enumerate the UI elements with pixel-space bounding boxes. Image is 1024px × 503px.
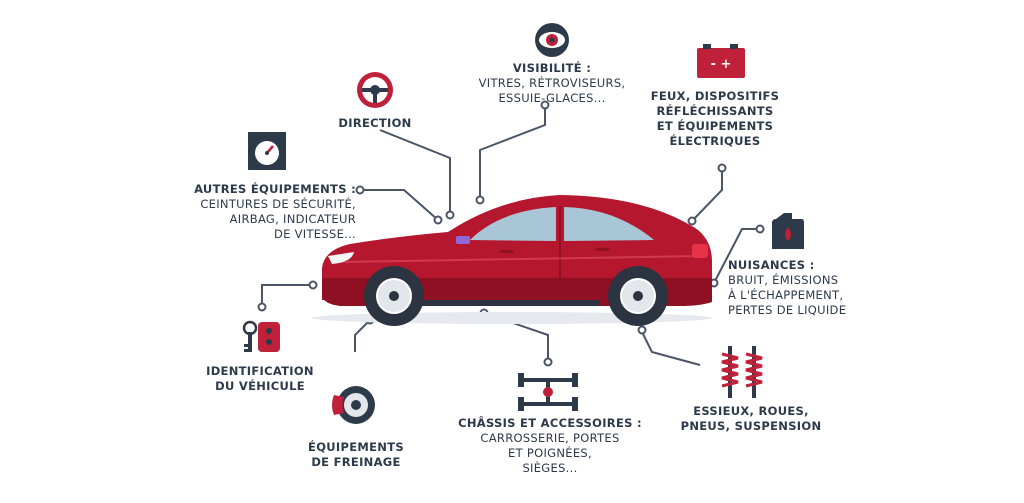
- speedometer-icon: [248, 132, 286, 170]
- connector-autres: [362, 189, 439, 221]
- connector-nuisances: [713, 228, 758, 284]
- headlight: [328, 252, 354, 264]
- label-feux: FEUX, DISPOSITIFS RÉFLÉCHISSANTS ET ÉQUI…: [640, 89, 790, 149]
- door-handle-rear: [596, 248, 610, 251]
- label-freinage: ÉQUIPEMENTS DE FREINAGE: [296, 440, 416, 470]
- label-autres-line3: DE VITESSE...: [273, 227, 356, 241]
- connector-essieux: [641, 331, 701, 366]
- connector-freinage: [354, 319, 371, 352]
- label-autres-line1: CEINTURES DE SÉCURITÉ,: [200, 197, 356, 211]
- label-chassis: CHÂSSIS ET ACCESSOIRES : CARROSSERIE, PO…: [450, 416, 650, 476]
- label-nuisances-title: NUISANCES :: [728, 258, 815, 272]
- label-direction: DIRECTION: [320, 116, 430, 131]
- label-essieux-line1: ESSIEUX, ROUES,: [693, 404, 809, 418]
- label-visibilite-title: VISIBILITÉ :: [512, 61, 592, 75]
- car-rocker: [420, 300, 600, 306]
- label-nuisances-line2: À L'ÉCHAPPEMENT,: [728, 288, 844, 302]
- car-keys-icon: [242, 320, 280, 352]
- oil-can-icon: [772, 213, 804, 249]
- side-mirror: [456, 236, 470, 244]
- door-handle-front: [500, 250, 514, 253]
- label-autres-line2: AIRBAG, INDICATEUR: [229, 212, 356, 226]
- label-chassis-line3: SIÈGES...: [522, 461, 578, 475]
- label-chassis-title: CHÂSSIS ET ACCESSOIRES :: [458, 416, 642, 430]
- chassis-axle-icon: [518, 373, 578, 411]
- label-feux-line4: ÉLECTRIQUES: [669, 134, 761, 148]
- label-freinage-line1: ÉQUIPEMENTS: [308, 440, 404, 454]
- dot-visibilite-car: [475, 195, 485, 205]
- rear-window: [470, 207, 556, 241]
- label-nuisances: NUISANCES : BRUIT, ÉMISSIONS À L'ÉCHAPPE…: [728, 258, 868, 318]
- label-essieux: ESSIEUX, ROUES, PNEUS, SUSPENSION: [676, 404, 826, 434]
- eye-icon: [535, 23, 569, 57]
- dot-identification-top: [257, 302, 267, 312]
- connector-visibilite: [479, 107, 546, 198]
- label-autres: AUTRES ÉQUIPEMENTS : CEINTURES DE SÉCURI…: [170, 182, 356, 242]
- label-autres-title: AUTRES ÉQUIPEMENTS :: [194, 182, 356, 196]
- label-nuisances-line1: BRUIT, ÉMISSIONS: [728, 273, 839, 287]
- label-direction-title: DIRECTION: [338, 116, 412, 130]
- label-identification-line2: DU VÉHICULE: [215, 379, 305, 393]
- dot-chassis-bottom: [543, 357, 553, 367]
- label-nuisances-line3: PERTES DE LIQUIDE: [728, 303, 847, 317]
- body-crease: [339, 255, 701, 263]
- label-feux-line2: RÉFLÉCHISSANTS: [656, 104, 774, 118]
- dot-feux-top: [717, 163, 727, 173]
- taillight: [692, 244, 708, 258]
- battery-symbols: - +: [711, 57, 732, 72]
- dot-direction-car: [445, 210, 455, 220]
- front-window: [564, 207, 654, 241]
- label-feux-line1: FEUX, DISPOSITIFS: [650, 89, 780, 103]
- connector-feux: [691, 170, 723, 222]
- label-freinage-line2: DE FREINAGE: [311, 455, 401, 469]
- label-identification: IDENTIFICATION DU VÉHICULE: [200, 364, 320, 394]
- dot-identification-car: [308, 280, 318, 290]
- label-chassis-line1: CARROSSERIE, PORTES: [480, 431, 620, 445]
- dot-essieux-car: [637, 325, 647, 335]
- dot-feux-car: [687, 216, 697, 226]
- car-illustration: [312, 195, 712, 326]
- dot-autres-car: [433, 215, 443, 225]
- steering-wheel-icon: [357, 72, 393, 108]
- battery-icon: - +: [697, 44, 745, 78]
- connector-direction: [379, 129, 451, 213]
- dot-visibilite-top: [540, 100, 550, 110]
- front-wheel-hub: [633, 291, 643, 301]
- label-visibilite: VISIBILITÉ : VITRES, RÉTROVISEURS, ESSUI…: [462, 61, 642, 106]
- dot-nuisances-right: [755, 224, 765, 234]
- label-feux-line3: ET ÉQUIPEMENTS: [656, 119, 774, 133]
- dot-autres-left: [355, 185, 365, 195]
- shock-absorber-icon: [721, 346, 763, 398]
- label-essieux-line2: PNEUS, SUSPENSION: [680, 419, 822, 433]
- connector-identification: [261, 284, 312, 305]
- rear-wheel-hub: [389, 291, 399, 301]
- brake-disc-icon: [332, 386, 375, 424]
- label-chassis-line2: ET POIGNÉES,: [508, 446, 592, 460]
- connector-lines: [261, 107, 758, 366]
- label-identification-line1: IDENTIFICATION: [206, 364, 314, 378]
- label-visibilite-line1: VITRES, RÉTROVISEURS,: [478, 76, 626, 90]
- label-visibilite-line2: ESSUIE-GLACES...: [498, 91, 606, 105]
